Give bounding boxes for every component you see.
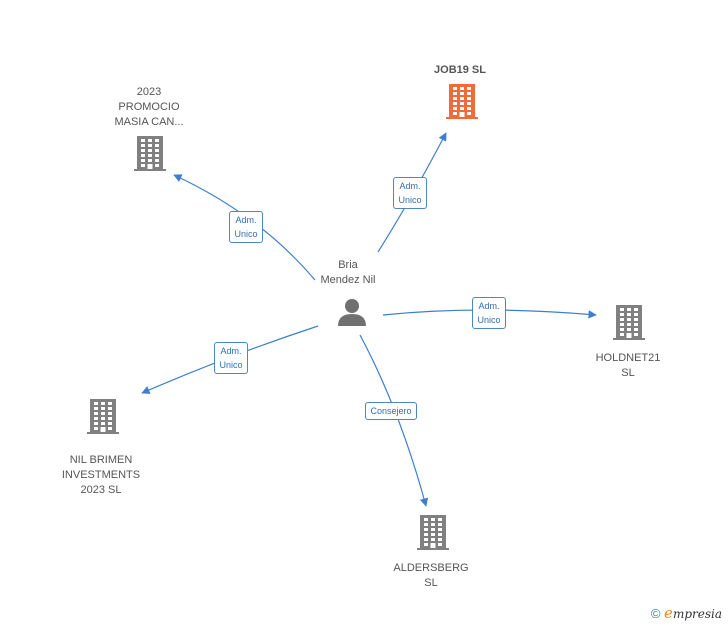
company-label-nil-brimen-line: NIL BRIMEN [69,454,133,466]
edge-label-nil-brimen-line: Adm. [220,346,242,356]
building-icon[interactable] [87,399,119,434]
edge-label-job19-line: Unico [398,195,422,205]
edge-label-promocio-line: Unico [234,229,258,239]
edge-label-holdnet21-line: Adm. [478,301,500,311]
icons-layer [87,84,645,550]
company-label-nil-brimen-line: INVESTMENTS [61,469,141,481]
company-label-aldersberg-line: ALDERSBERG [393,562,469,574]
building-icon[interactable] [134,136,166,171]
company-label-holdnet21-line: SL [621,367,635,379]
edge-label-holdnet21[interactable]: Adm. Unico [472,297,506,329]
edge-label-promocio[interactable]: Adm. Unico [229,211,263,243]
person-icon[interactable] [338,299,366,326]
company-label-nil-brimen-line: 2023 SL [80,484,122,496]
building-icon[interactable] [613,305,645,340]
edge-label-aldersberg-line: Consejero [370,406,412,416]
copyright-symbol: © [650,606,661,621]
company-label-job19[interactable]: JOB19 SL [434,63,486,78]
edge-aldersberg [359,334,429,507]
company-label-promocio-line: PROMOCIO [118,100,180,113]
company-label-holdnet21-line: HOLDNET21 [595,352,661,364]
edge-label-job19-line: Adm. [399,181,421,191]
edge-label-job19[interactable]: Adm. Unico [393,177,427,209]
building-icon[interactable] [446,84,478,119]
footer-brand: © empresia [651,604,722,622]
edge-label-holdnet21-line: Unico [477,315,501,325]
company-label-promocio-line: MASIA CAN... [114,115,184,128]
company-label-aldersberg[interactable]: ALDERSBERG SL [393,561,468,591]
edges-layer [141,132,597,507]
brand-logo: empresia [664,604,722,622]
edge-label-nil-brimen[interactable]: Adm. Unico [214,342,248,374]
company-label-promocio-line: 2023 [136,85,162,98]
edge-label-nil-brimen-line: Unico [219,360,243,370]
center-person-label-line: Bria [338,259,358,271]
center-person-label-line: Mendez Nil [320,274,376,286]
company-label-nil-brimen[interactable]: NIL BRIMEN INVESTMENTS 2023 SL [62,453,140,498]
company-label-job19-line: JOB19 SL [434,63,486,76]
building-icon[interactable] [417,515,449,550]
edge-label-aldersberg[interactable]: Consejero [365,402,417,420]
edge-label-promocio-line: Adm. [235,215,257,225]
company-label-aldersberg-line: SL [424,577,438,589]
